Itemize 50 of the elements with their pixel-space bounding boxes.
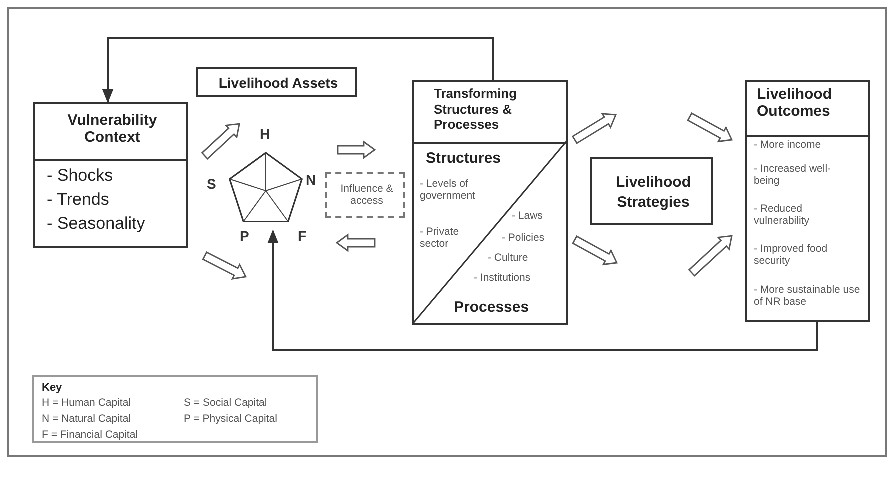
dashed-box [325,172,405,218]
list-item: - Culture [488,252,528,264]
box-heading: Livelihood Assets [218,75,340,92]
feedback-arrow [268,230,818,351]
hollow-arrow [688,235,733,277]
box-heading: Transforming Structures & Processes [434,86,518,133]
list-item: - Private sector [420,226,460,250]
hollow-arrow [336,234,376,252]
hollow-arrow [201,123,240,160]
box-heading: Vulnerability Context [66,112,158,146]
list-item: - Improved food security [754,243,829,268]
heading-box [196,67,357,97]
key-entry: F = Financial Capital [42,429,138,442]
box-heading: Livelihood Strategies [615,173,692,212]
section-heading: Structures [426,150,502,168]
hollow-arrow [572,113,618,144]
hollow-arrow [337,140,376,160]
section-heading: Processes [454,299,530,316]
list-item: - Seasonality [47,214,146,234]
box-label: Influence & access [340,183,394,208]
list-item: - Laws [512,210,543,222]
capital-letter: P [240,228,250,244]
list-item: - More sustainable use of NR base [754,284,862,308]
key-box [32,375,318,443]
list-item: - More income [754,139,822,152]
key-entry: P = Physical Capital [184,413,278,426]
list-item: - Shocks [47,166,114,186]
capital-letter: S [207,176,216,192]
key-entry: H = Human Capital [42,397,131,410]
feedback-arrow [102,37,494,104]
outcomes-box [745,80,870,322]
hollow-arrow [572,236,618,266]
list-item: - Institutions [474,272,531,284]
list-item: - Policies [502,232,545,244]
list-item: - Reduced vulnerability [754,203,810,228]
capital-letter: H [260,126,270,142]
key-entry: N = Natural Capital [42,413,131,426]
key-entry: S = Social Capital [184,397,268,410]
capital-letter: F [298,228,307,244]
hollow-arrow [687,112,734,143]
strategies-box [590,157,713,225]
box-heading: Livelihood Outcomes [757,86,833,120]
list-item: - Levels of government [420,178,476,202]
capital-letter: N [306,172,316,188]
list-item: - Increased well-being [754,163,832,188]
key-heading: Key [42,382,62,395]
hollow-arrow [202,252,248,280]
list-item: - Trends [47,190,110,210]
structures-box [412,80,568,325]
context-box [33,102,188,248]
